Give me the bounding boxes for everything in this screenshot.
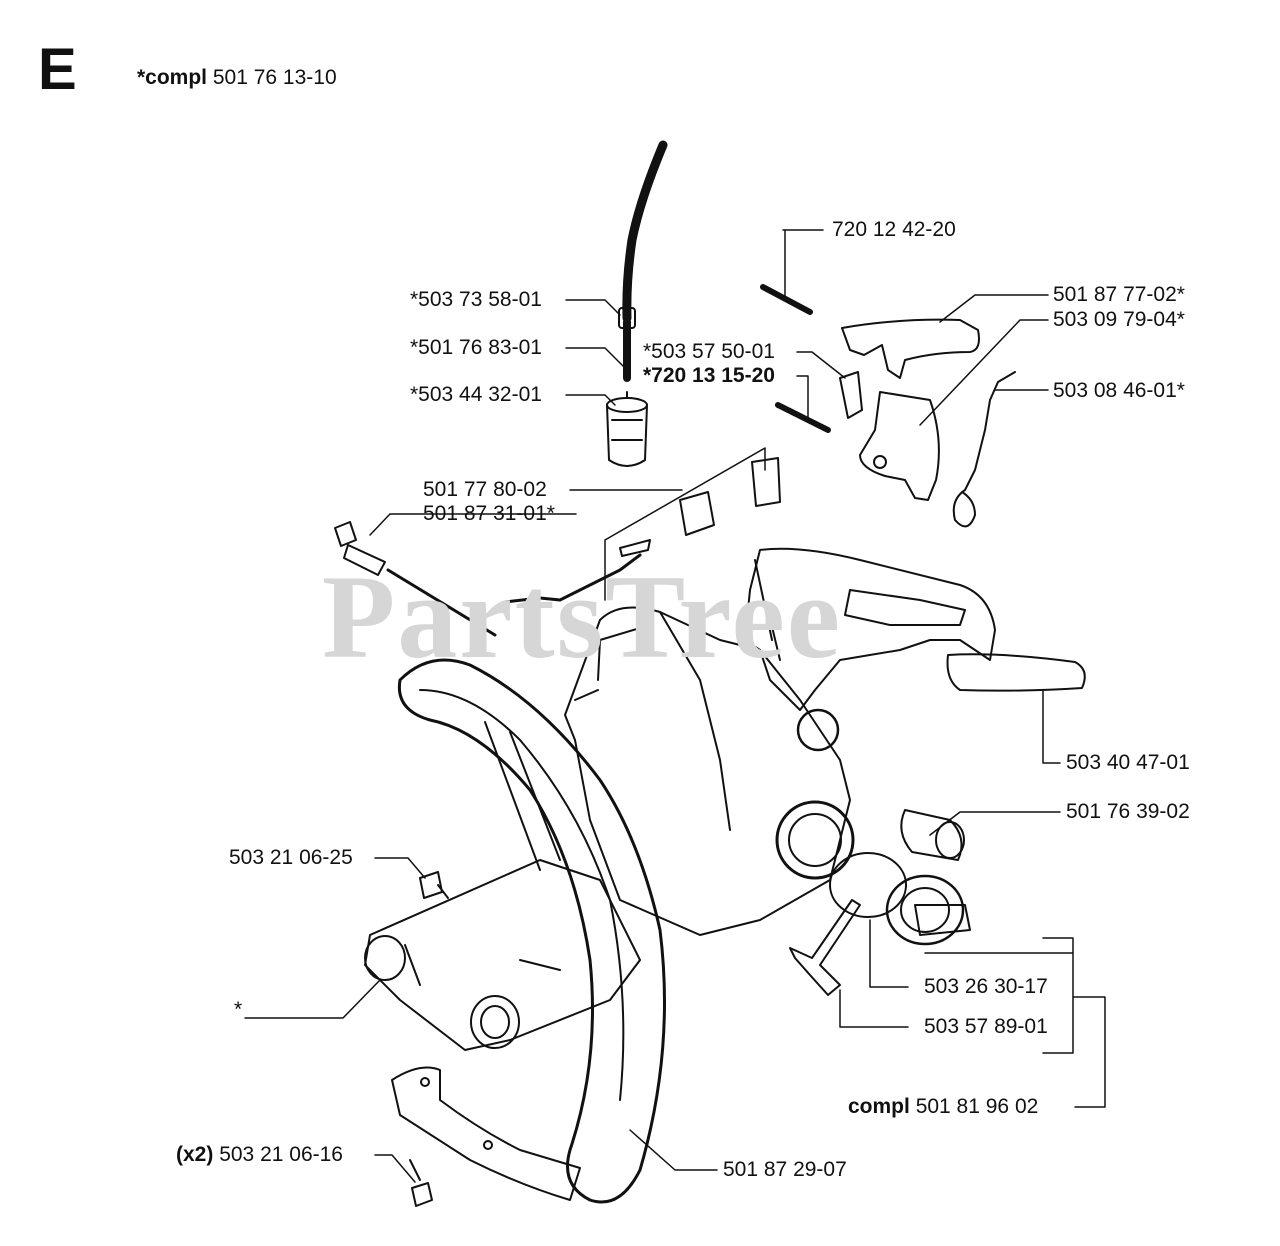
part-label: *720 13 15-20 <box>643 364 775 387</box>
crankcase-body <box>564 606 855 936</box>
throttle-rod <box>503 553 642 604</box>
watermark: PartsTree <box>322 550 842 683</box>
group-bracket-lines <box>604 447 766 601</box>
screw-503-21-06-25 <box>419 871 449 899</box>
part-label: 503 21 06-25 <box>229 846 353 869</box>
part-label: * <box>234 998 243 1021</box>
part-label: 501 87 31-01* <box>423 502 555 525</box>
part-label: *503 44 32-01 <box>410 383 542 406</box>
part-label: 503 40 47-01 <box>1066 751 1190 774</box>
part-number: 503 21 06-16 <box>219 1143 343 1166</box>
hose-grommet <box>618 307 636 329</box>
fuel-hose <box>622 140 668 323</box>
rod-link <box>679 491 715 536</box>
throttle-lockout <box>841 318 980 379</box>
part-label: *503 73 58-01 <box>410 288 542 311</box>
rod-clip <box>619 539 651 557</box>
part-label: *501 76 83-01 <box>410 336 542 359</box>
part-label: 501 87 77-02* <box>1053 283 1185 306</box>
part-label: 503 09 79-04* <box>1053 308 1185 331</box>
throttle-bracket <box>751 457 781 507</box>
cap-strap <box>789 899 861 996</box>
part-label: 720 12 42-20 <box>832 218 956 241</box>
part-label: 503 26 30-17 <box>924 975 1048 998</box>
compl-prefix: compl <box>848 1095 910 1118</box>
trigger-spring <box>952 371 1016 528</box>
screw-qty-label: (x2) 503 21 06-16 <box>176 1143 343 1167</box>
throttle-trigger <box>859 391 940 501</box>
handle-bracket <box>391 1066 581 1201</box>
front-handle <box>397 658 666 1204</box>
handle-trigger <box>946 653 1086 692</box>
screw-503-21-06-16 <box>409 1159 433 1207</box>
choke-cable <box>334 521 497 637</box>
oil-fitting <box>900 809 965 861</box>
rear-handle <box>744 547 996 711</box>
part-number: 501 81 96 02 <box>915 1095 1039 1118</box>
pin-720-12-42 <box>760 284 813 315</box>
compl-number: 501 76 13-10 <box>212 66 337 89</box>
part-label: 501 87 29-07 <box>723 1158 847 1181</box>
fuel-filter <box>606 391 648 467</box>
pin-720-13-15 <box>775 402 831 433</box>
spring-clip <box>839 371 863 419</box>
trigger-pivot <box>873 455 887 469</box>
part-label: *503 57 50-01 <box>643 340 775 363</box>
part-label: 501 76 39-02 <box>1066 800 1190 823</box>
leader-lines <box>244 229 1106 1183</box>
assembly-header: *compl 501 76 13-10 <box>137 66 337 90</box>
qty-prefix: (x2) <box>176 1143 214 1166</box>
compl-label: *compl <box>137 66 208 89</box>
part-label: 503 57 89-01 <box>924 1015 1048 1038</box>
part-label: 503 08 46-01* <box>1053 379 1185 402</box>
part-label: 501 77 80-02 <box>423 478 547 501</box>
compl-kit-label: compl 501 81 96 02 <box>848 1095 1038 1119</box>
section-letter: E <box>38 37 77 102</box>
oil-cap <box>885 874 971 946</box>
bar-mount <box>364 859 641 1051</box>
o-ring <box>829 852 907 918</box>
